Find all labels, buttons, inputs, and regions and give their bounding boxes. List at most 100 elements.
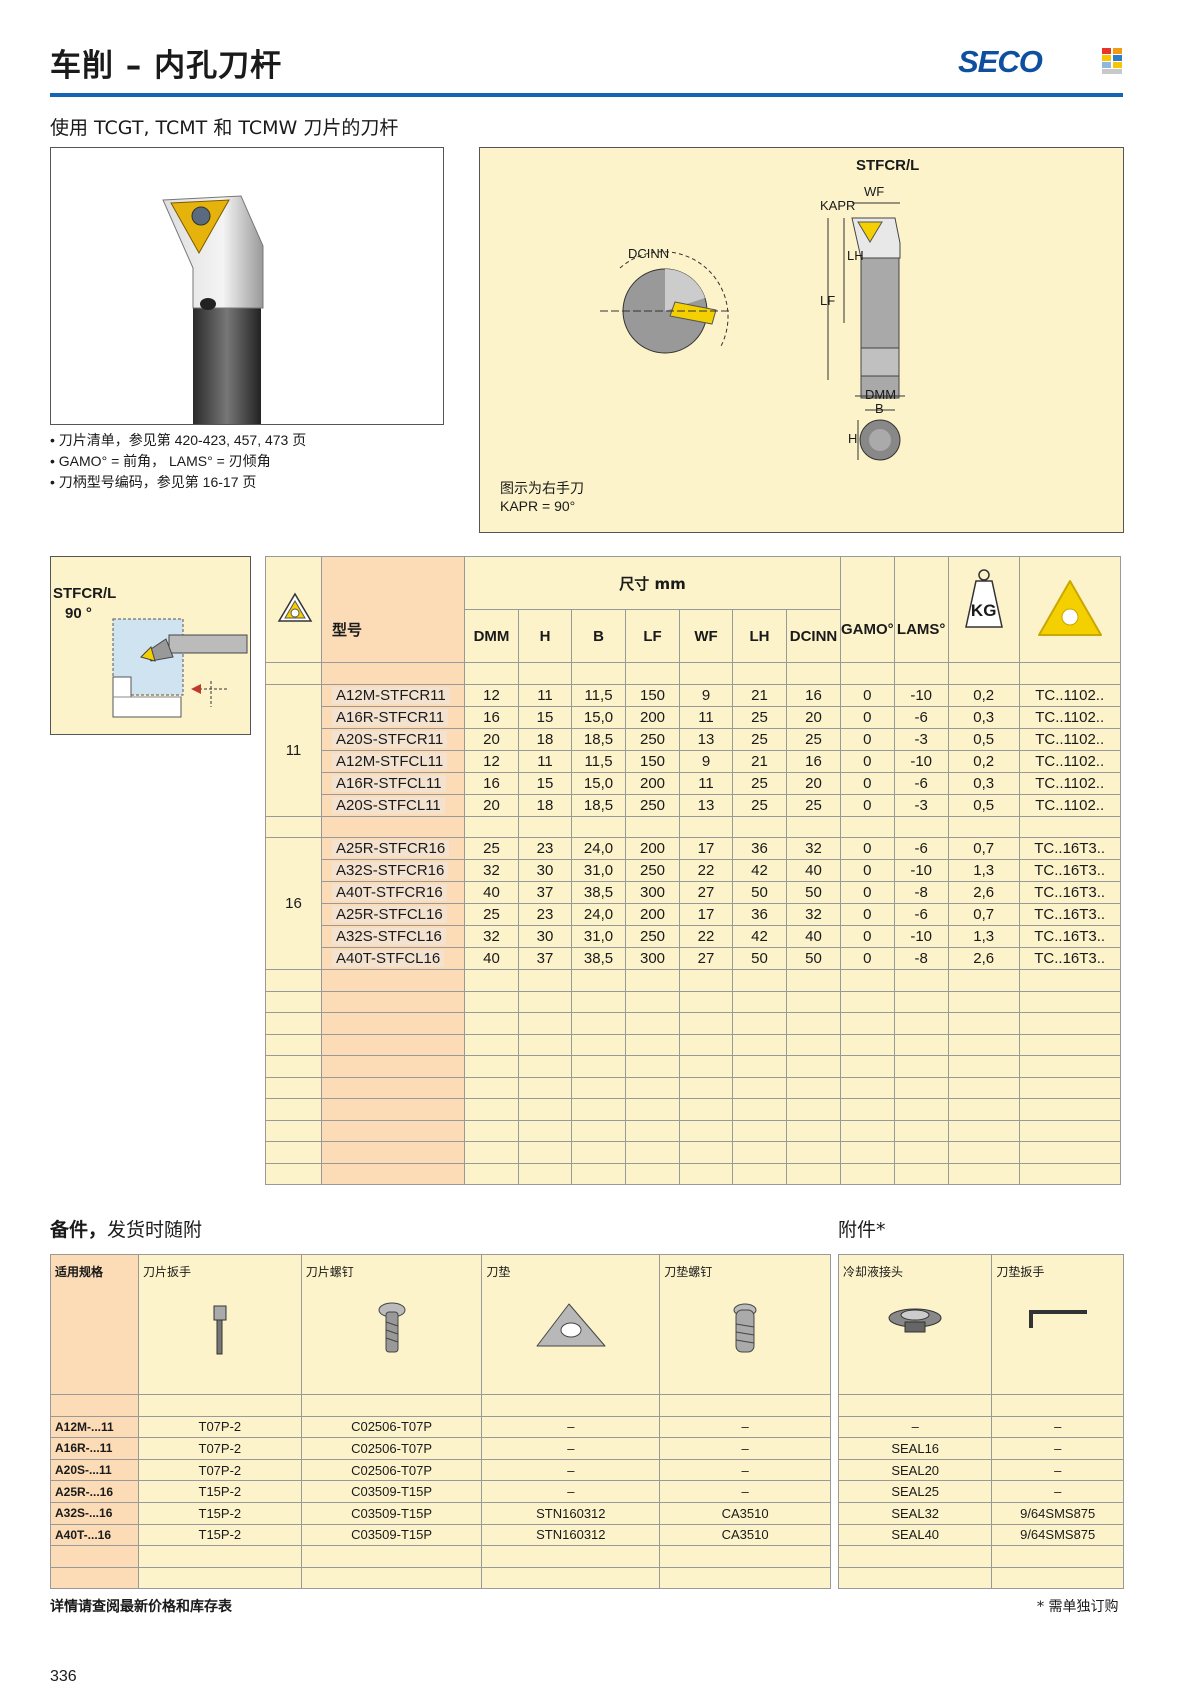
model-code: A25R-STFCL16 [332,906,447,923]
value-cell: 40 [464,947,519,970]
value-cell: 27 [679,881,733,904]
accessory-cell: SEAL40 [837,1523,993,1547]
part-cell: T15P-2 [137,1523,302,1547]
value-cell: 25 [732,771,787,795]
spacer-row [265,969,1121,992]
value-cell: 24,0 [571,903,626,926]
value-cell: TC..1102.. [1018,683,1121,707]
col-lams: LAMS° [893,556,949,663]
hdr-insert-key: 刀片扳手 [137,1254,302,1395]
value-cell: 42 [732,859,787,882]
value-cell: TC..1102.. [1018,771,1121,795]
spare-parts-title-bold: 备件， [50,1219,108,1241]
part-cell: STN160312 [481,1523,661,1547]
col-h: H [518,609,572,663]
spacer-row [265,1098,1121,1121]
accessory-row: –– [837,1415,1124,1439]
value-cell: 40 [786,859,841,882]
value-cell: -6 [893,705,949,729]
value-cell: 250 [625,859,680,882]
part-cell: – [481,1480,661,1503]
value-cell: 23 [518,837,572,860]
weight-header: KG [947,556,1020,663]
model-header: 型号 [321,556,465,663]
value-cell: 40 [464,881,519,904]
value-cell: 20 [786,771,841,795]
model-cell: A40T-STFCL16 [321,947,465,970]
accessory-cell: SEAL16 [837,1437,993,1460]
model-code: A32S-STFCL16 [332,928,446,945]
diagram-title: STFCR/L [856,157,920,174]
spare-parts-title-rest: 发货时随附 [107,1219,203,1241]
col-b: B [571,609,626,663]
insert-triangle-icon [1037,579,1102,636]
value-cell: 32 [464,859,519,882]
value-cell: 250 [625,793,680,817]
value-cell: -10 [893,683,949,707]
value-cell: 250 [625,727,680,751]
part-cell: C03509-T15P [300,1480,483,1503]
value-cell: 23 [518,903,572,926]
note-item: 刀片清单，参见第 420-423, 457, 473 页 [50,430,306,451]
value-cell: 1,3 [947,859,1020,882]
value-cell: 0 [840,947,895,970]
value-cell: TC..1102.. [1018,705,1121,729]
part-cell: – [481,1437,661,1460]
value-cell: 25 [786,793,841,817]
holder-type-box: STFCR/L 90 ° [50,556,251,735]
value-cell: TC..1102.. [1018,749,1121,773]
accessory-cell: SEAL32 [837,1501,993,1525]
value-cell: 0 [840,903,895,926]
value-cell: 200 [625,771,680,795]
value-cell: 18 [518,727,572,751]
part-cell: – [659,1437,831,1460]
part-cell: – [481,1458,661,1482]
label-b: B [875,401,884,416]
part-cell: CA3510 [659,1501,831,1525]
value-cell: 30 [518,925,572,948]
spacer-row [265,1141,1121,1164]
value-cell: 1,3 [947,925,1020,948]
value-cell: 37 [518,947,572,970]
value-cell: -6 [893,837,949,860]
model-cell: A16R-STFCR11 [321,705,465,729]
part-cell: CA3510 [659,1523,831,1547]
part-cell: T15P-2 [137,1501,302,1525]
part-cell: C03509-T15P [300,1501,483,1525]
dims-header: 尺寸 mm [464,556,841,610]
part-cell: T15P-2 [137,1480,302,1503]
footer-order-note: * 需单独订购 [1037,1599,1119,1615]
accessory-cell: SEAL25 [837,1480,993,1503]
page-title: 车削 – 内孔刀杆 [50,48,283,84]
label-lf: LF [820,293,836,308]
label-lh: LH [847,248,864,263]
value-cell: 31,0 [571,859,626,882]
value-cell: 0 [840,793,895,817]
value-cell: TC..16T3.. [1018,947,1121,970]
accessory-row: SEAL16– [837,1437,1124,1460]
value-cell: 11 [679,705,733,729]
diagram-caption: 图示为右手刀 [500,480,584,496]
part-cell: – [481,1415,661,1439]
value-cell: 32 [786,837,841,860]
value-cell: 15,0 [571,705,626,729]
accessory-row: SEAL20– [837,1458,1124,1482]
bar-drawing-icon [600,202,905,461]
value-cell: TC..16T3.. [1018,925,1121,948]
value-cell: 18 [518,793,572,817]
value-cell: 11 [518,683,572,707]
accessory-cell: – [837,1415,993,1439]
value-cell: 9 [679,749,733,773]
weight-icon [964,568,1003,628]
